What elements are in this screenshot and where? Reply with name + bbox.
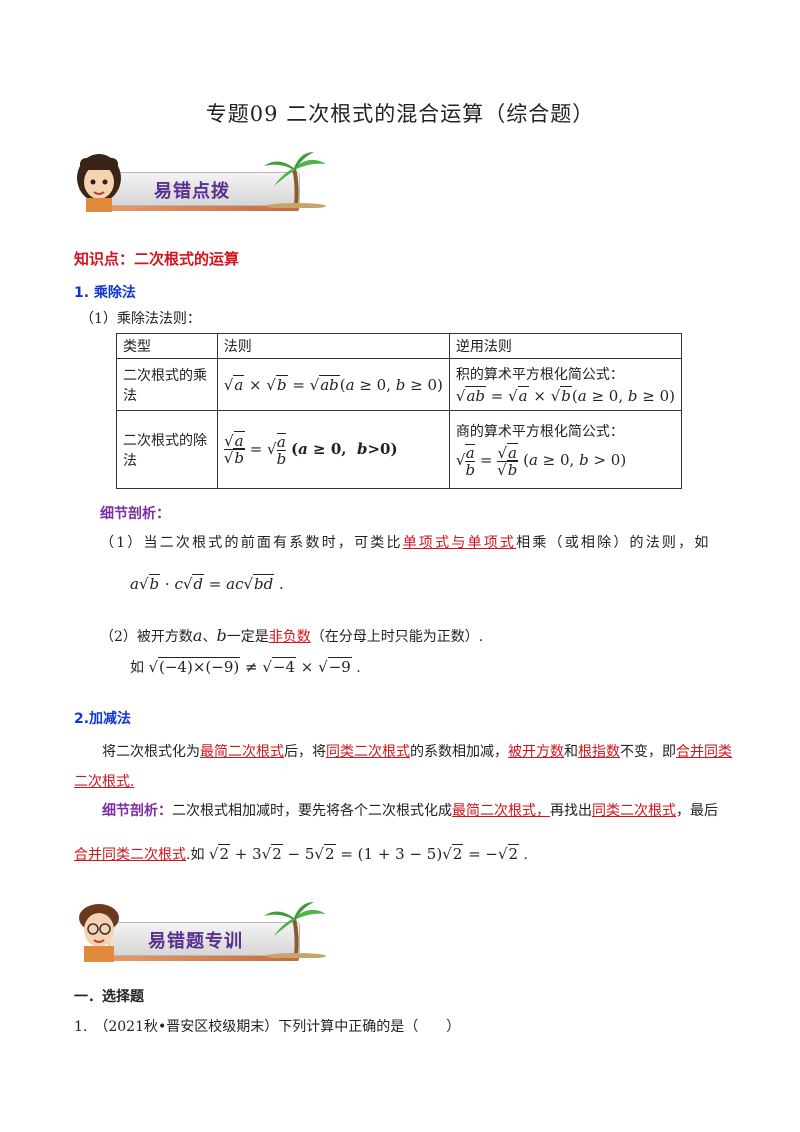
highlight-text: 同类二次根式 — [592, 803, 676, 819]
page-title: 专题09 二次根式的混合运算（综合题） — [205, 102, 595, 126]
detail-1: （1）当二次根式的前面有系数时，可类比单项式与单项式相乘（或相除）的法则，如 — [100, 532, 730, 552]
table-cell-type: 二次根式的乘法 — [116, 358, 218, 411]
banner-bar — [108, 172, 300, 211]
rules-table: 类型 法则 逆用法则 二次根式的乘法 √a × √b = √ab(a ≥ 0, … — [116, 333, 683, 489]
text: 的系数相加减， — [410, 744, 508, 760]
text: 二次根式相加减时，要先将各个二次根式化成 — [172, 803, 452, 819]
table-header-cell: 类型 — [116, 333, 218, 359]
variable: b — [216, 626, 227, 645]
table-header-row: 类型 法则 逆用法则 — [116, 333, 683, 359]
banner-title: 易错点拨 — [154, 181, 230, 202]
table-cell-type: 二次根式的除法 — [116, 410, 218, 489]
text: ，最后 — [676, 803, 718, 819]
inverse-title: 积的算术平方根化简公式： — [455, 367, 624, 383]
question-1: 1. （2021秋•晋安区校级期末）下列计算中正确的是（ ） — [74, 1019, 461, 1035]
highlight-text: 同类二次根式 — [326, 744, 410, 760]
detail-label: 细节剖析： — [100, 506, 170, 522]
text: 、 — [202, 629, 217, 645]
text: （2）被开方数 — [100, 629, 193, 645]
palm-tree-icon — [264, 902, 326, 958]
highlight-text: 非负数 — [268, 629, 311, 645]
detail-2: （2）被开方数a、b一定是非负数（在分母上时只能为正数）. — [100, 626, 483, 646]
highlight-text: 合并同类二次根式 — [74, 847, 186, 863]
section-addition-heading: 2.加减法 — [74, 711, 132, 727]
table-cell-inverse: 积的算术平方根化简公式： √ab = √a × √b(a ≥ 0, b ≥ 0) — [448, 358, 683, 411]
detail-1-formula: a√b · c√d = ac√bd . — [130, 574, 284, 593]
multiplication-rule-formula: √a × √b = √ab(a ≥ 0, b ≥ 0) — [223, 374, 443, 394]
text: （1）当二次根式的前面有系数时，可类比 — [100, 535, 403, 551]
variable: a — [192, 626, 203, 645]
boy-avatar-icon — [79, 904, 119, 962]
inverse-title: 商的算术平方根化简公式： — [455, 424, 624, 440]
highlight-text: 合并同类二次根式. — [74, 744, 732, 790]
multiplication-inverse-formula: √ab = √a × √b(a ≥ 0, b ≥ 0) — [455, 386, 675, 405]
highlight-text: 被开方数 — [508, 744, 564, 760]
table-header-cell: 法则 — [216, 333, 450, 359]
text: 后，将 — [284, 744, 326, 760]
girl-avatar-icon — [77, 154, 121, 212]
banner-bar — [108, 922, 300, 961]
palm-tree-icon — [264, 152, 326, 208]
text: 将二次根式化为 — [102, 744, 200, 760]
highlight-text: 根指数 — [578, 744, 620, 760]
text: 再找出 — [550, 803, 592, 819]
table-row: 二次根式的乘法 √a × √b = √ab(a ≥ 0, b ≥ 0) 积的算术… — [116, 358, 683, 411]
section-multiplication-subheading: （1）乘除法法则： — [80, 311, 201, 327]
highlight-text: 最简二次根式 — [200, 744, 284, 760]
detail-2-formula: √(−4)×(−9) ≠ √−4 × √−9 — [148, 657, 352, 676]
detail-label: 细节剖析： — [102, 803, 172, 819]
table-header-cell: 逆用法则 — [448, 333, 683, 359]
exercise-heading: 一．选择题 — [74, 989, 144, 1005]
text: 如 — [130, 660, 144, 676]
table-cell-rule: √a × √b = √ab(a ≥ 0, b ≥ 0) — [216, 358, 450, 411]
addition-detail: 细节剖析：二次根式相加减时，要先将各个二次根式化成最简二次根式，再找出同类二次根… — [102, 800, 742, 820]
text: . — [523, 847, 528, 863]
banner-error-tips: 易错点拨 — [70, 150, 328, 212]
highlight-text: 单项式与单项式 — [402, 535, 517, 551]
knowledge-heading: 知识点：二次根式的运算 — [74, 250, 240, 268]
text: （在分母上时只能为正数）. — [310, 629, 484, 645]
text: 一定是 — [226, 629, 269, 645]
text: 和 — [564, 744, 578, 760]
addition-paragraph: 将二次根式化为最简二次根式后，将同类二次根式的系数相加减，被开方数和根指数不变，… — [74, 737, 734, 797]
text: . — [279, 575, 284, 593]
text: 不变，即 — [620, 744, 676, 760]
banner-error-exercises: 易错题专训 — [70, 900, 328, 962]
banner-title: 易错题专训 — [148, 931, 243, 952]
addition-detail-continued: 合并同类二次根式.如 √2 + 3√2 − 5√2 = (1 + 3 − 5)√… — [74, 844, 528, 864]
addition-formula: √2 + 3√2 − 5√2 = (1 + 3 − 5)√2 = −√2 — [208, 844, 520, 863]
section-multiplication-heading: 1. 乘除法 — [74, 285, 136, 301]
highlight-text: 最简二次根式， — [452, 803, 550, 819]
text: . — [356, 660, 361, 676]
detail-2-example: 如 √(−4)×(−9) ≠ √−4 × √−9 . — [130, 657, 361, 677]
text: 相乘（或相除）的法则，如 — [516, 535, 711, 551]
text: .如 — [186, 847, 205, 863]
